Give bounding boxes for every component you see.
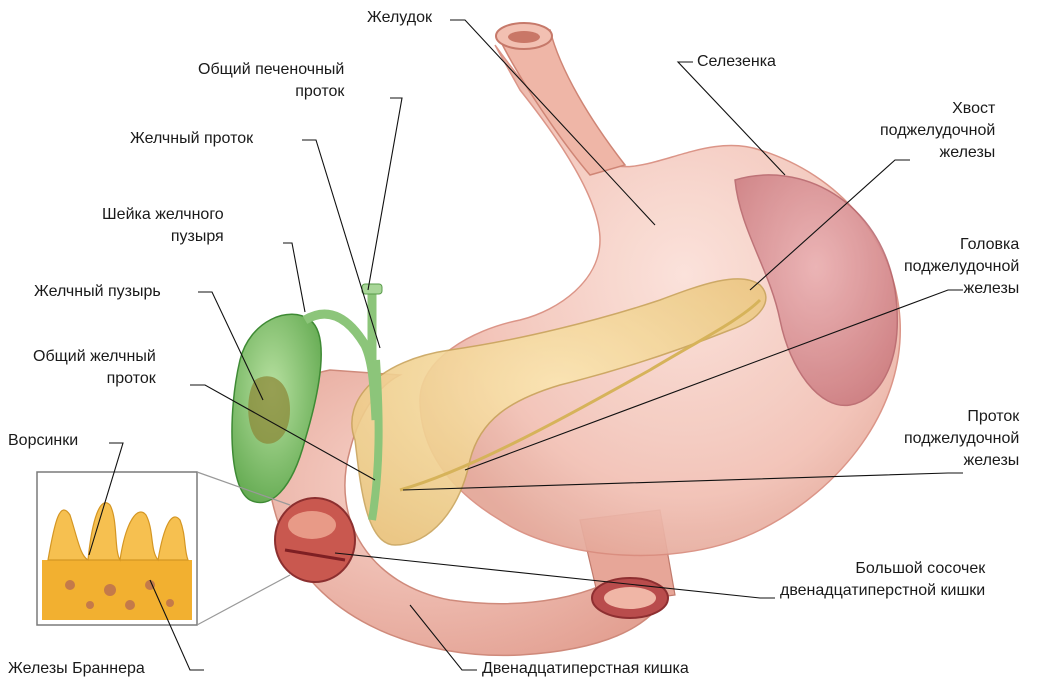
label-golovka: Головка поджелудочной железы <box>904 234 1019 300</box>
leader-obshchiy-pechenochny <box>368 98 402 290</box>
label-khvost: Хвост поджелудочной железы <box>880 98 995 164</box>
label-obshchiy-pechenochny-protok: Общий печеночный проток <box>198 59 344 103</box>
label-dvenadtsatiperstnaya-kishka: Двенадцатиперстная кишка <box>482 658 689 680</box>
label-protok-podzhelud: Проток поджелудочной железы <box>904 406 1019 472</box>
label-zheludok: Желудок <box>367 7 432 29</box>
label-zhelchny-protok: Желчный проток <box>130 128 253 150</box>
esophagus <box>500 30 625 175</box>
leader-sheyka <box>283 243 305 312</box>
label-zhelchny-puzyr: Желчный пузырь <box>34 281 161 303</box>
villi-inset <box>37 472 197 625</box>
duodenum-section <box>275 498 355 582</box>
label-zhelezy-brannera: Железы Браннера <box>8 658 145 680</box>
label-sheyka-zhelchnogo-puzyrya: Шейка желчного пузыря <box>102 204 224 248</box>
label-selezenka: Селезенка <box>697 51 776 73</box>
label-obshchiy-zhelchny-protok: Общий желчный проток <box>33 346 156 390</box>
gallbladder-stone <box>248 376 290 444</box>
label-bolshoy-sosochek: Большой сосочек двенадцатиперстной кишки <box>780 558 985 602</box>
label-vorsinki: Ворсинки <box>8 430 78 452</box>
